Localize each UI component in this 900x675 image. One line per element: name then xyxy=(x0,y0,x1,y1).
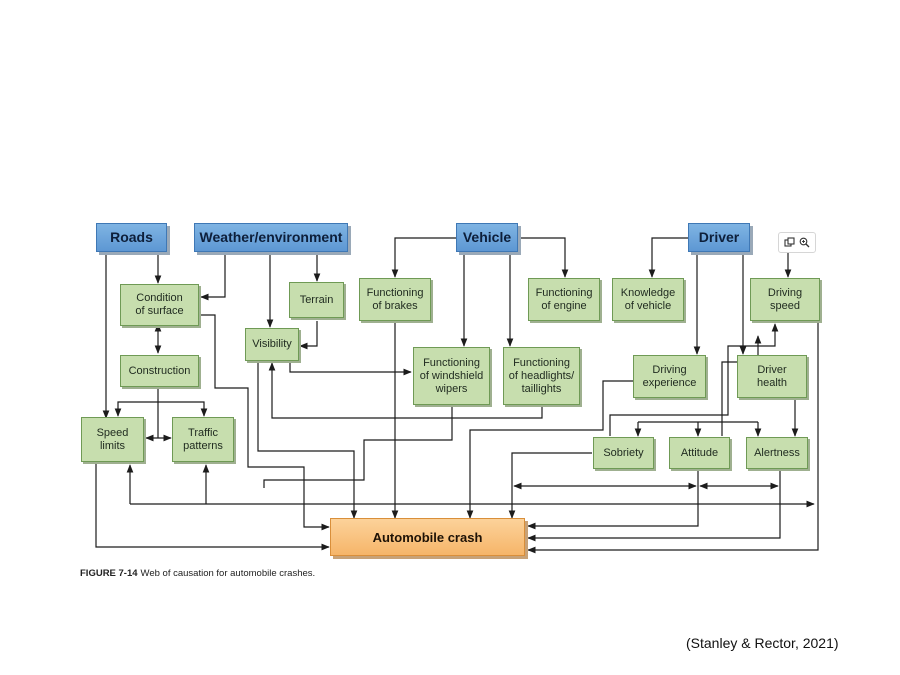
node-roads: Roads xyxy=(96,223,167,252)
node-construction: Construction xyxy=(120,355,199,387)
edge-vehicle-engine xyxy=(518,237,569,278)
edge-wipers-crash xyxy=(263,406,453,488)
node-terrain: Terrain xyxy=(289,282,344,318)
node-functioning-of-brakes: Functioning of brakes xyxy=(359,278,431,321)
edge-visibility-wipers xyxy=(289,362,412,376)
edge-attitude-crash xyxy=(527,470,699,530)
node-visibility: Visibility xyxy=(245,328,299,361)
citation: (Stanley & Rector, 2021) xyxy=(686,635,839,651)
edge-sobriety-speed xyxy=(609,323,779,436)
edge-headlights-visibility xyxy=(268,362,543,419)
edge-driver-knowledge xyxy=(648,237,688,278)
node-driving-speed: Driving speed xyxy=(750,278,820,321)
node-speed-limits: Speed limits xyxy=(81,417,144,462)
node-automobile-crash: Automobile crash xyxy=(330,518,525,556)
edge-speed-crash xyxy=(527,322,819,554)
copy-icon[interactable] xyxy=(783,236,797,250)
node-traffic-patterns: Traffic patterns xyxy=(172,417,234,462)
edge-sobriety-crash xyxy=(508,452,592,519)
zoom-in-icon[interactable] xyxy=(798,236,812,250)
edge-weather-condition xyxy=(200,252,226,301)
node-driver-health: Driver health xyxy=(737,355,807,398)
edge-experience-crash xyxy=(466,380,633,519)
node-driver: Driver xyxy=(688,223,750,252)
edge-construction-speed-limits xyxy=(114,388,159,417)
node-weather-environment: Weather/environment xyxy=(194,223,348,252)
figure-caption-text: Web of causation for automobile crashes. xyxy=(140,568,316,579)
edge-speed-limits-crash xyxy=(95,463,330,551)
node-sobriety: Sobriety xyxy=(593,437,654,469)
node-driving-experience: Driving experience xyxy=(633,355,706,398)
node-condition-of-surface: Condition of surface xyxy=(120,284,199,326)
node-functioning-of-headlights-taillights: Functioning of headlights/ taillights xyxy=(503,347,580,405)
node-knowledge-of-vehicle: Knowledge of vehicle xyxy=(612,278,684,321)
edge-terrain-visibility xyxy=(299,321,318,350)
figure-label: FIGURE 7-14 xyxy=(80,568,138,579)
edge-condition-crash xyxy=(200,314,330,531)
edge-vehicle-brakes xyxy=(391,237,456,278)
node-alertness: Alertness xyxy=(746,437,808,469)
node-attitude: Attitude xyxy=(669,437,730,469)
node-functioning-of-windshield-wipers: Functioning of windshield wipers xyxy=(413,347,490,405)
edge-construction-traffic xyxy=(158,401,208,417)
node-vehicle: Vehicle xyxy=(456,223,518,252)
node-functioning-of-engine: Functioning of engine xyxy=(528,278,600,321)
image-toolbar xyxy=(778,232,816,253)
edge-alertness-crash xyxy=(527,470,781,542)
edge-visibility-crash xyxy=(257,362,358,519)
